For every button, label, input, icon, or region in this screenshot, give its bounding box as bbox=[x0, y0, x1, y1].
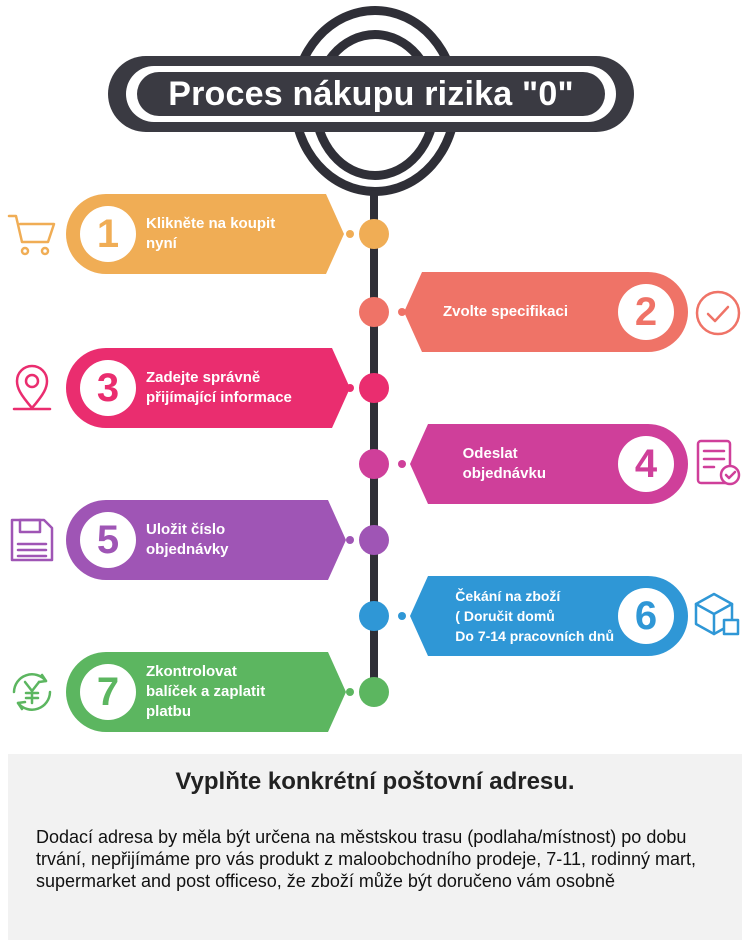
step-7-connector-dot bbox=[346, 688, 354, 696]
step-6-banner: Čekání na zboží ( Doručit domů Do 7-14 p… bbox=[410, 576, 688, 656]
step-6-label: Čekání na zboží ( Doručit domů Do 7-14 p… bbox=[455, 588, 614, 644]
step-3-banner: 3 Zadejte správně přijímající informace bbox=[66, 348, 350, 428]
yen-payment-icon bbox=[12, 673, 52, 711]
step-2-label: Zvolte specifikaci bbox=[442, 303, 568, 320]
order-form-icon bbox=[696, 439, 741, 486]
location-pin-icon bbox=[12, 364, 52, 411]
page-title: Proces nákupu rizika "0" bbox=[137, 72, 605, 116]
step-3-number: 3 bbox=[80, 360, 136, 416]
step-7-node bbox=[359, 677, 389, 707]
floppy-disk-icon bbox=[10, 518, 54, 562]
step-5-label: Uložit číslo objednávky bbox=[146, 521, 229, 558]
check-circle-icon bbox=[695, 290, 741, 336]
timeline-spine bbox=[370, 190, 378, 700]
package-box-icon bbox=[694, 592, 740, 636]
step-3-connector-dot bbox=[346, 384, 354, 392]
step-7-label: Zkontrolovat balíček a zaplatit platbu bbox=[146, 663, 266, 720]
step-6-connector-dot bbox=[398, 612, 406, 620]
note-body: Dodací adresa by měla být určena na měst… bbox=[36, 827, 697, 891]
step-2-number: 2 bbox=[618, 284, 674, 340]
note-heading: Vyplňte konkrétní poštovní adresu. bbox=[175, 768, 575, 795]
step-1-banner: 1 Klikněte na koupit nyní bbox=[66, 194, 344, 274]
step-4-connector-dot bbox=[398, 460, 406, 468]
step-1-label: Klikněte na koupit nyní bbox=[146, 215, 276, 252]
step-3-label: Zadejte správně přijímající informace bbox=[146, 369, 292, 406]
step-5-number: 5 bbox=[80, 512, 136, 568]
step-7-banner: 7 Zkontrolovat balíček a zaplatit platbu bbox=[66, 652, 346, 732]
step-4-node bbox=[359, 449, 389, 479]
step-3-node bbox=[359, 373, 389, 403]
shopping-cart-icon bbox=[7, 214, 56, 256]
step-5-banner: 5 Uložit číslo objednávky bbox=[66, 500, 346, 580]
step-2-connector-dot bbox=[398, 308, 406, 316]
step-2-node bbox=[359, 297, 389, 327]
step-1-connector-dot bbox=[346, 230, 354, 238]
step-4-banner: Odeslat objednávku 4 bbox=[410, 424, 688, 504]
step-5-node bbox=[359, 525, 389, 555]
shipping-note: Vyplňte konkrétní poštovní adresu. Dodac… bbox=[8, 754, 742, 940]
step-4-number: 4 bbox=[618, 436, 674, 492]
step-7-number: 7 bbox=[80, 664, 136, 720]
step-1-number: 1 bbox=[80, 206, 136, 262]
step-2-banner: Zvolte specifikaci 2 bbox=[404, 272, 688, 352]
step-1-node bbox=[359, 219, 389, 249]
step-6-node bbox=[359, 601, 389, 631]
step-5-connector-dot bbox=[346, 536, 354, 544]
step-4-label: Odeslat objednávku bbox=[462, 445, 546, 482]
step-6-number: 6 bbox=[618, 588, 674, 644]
